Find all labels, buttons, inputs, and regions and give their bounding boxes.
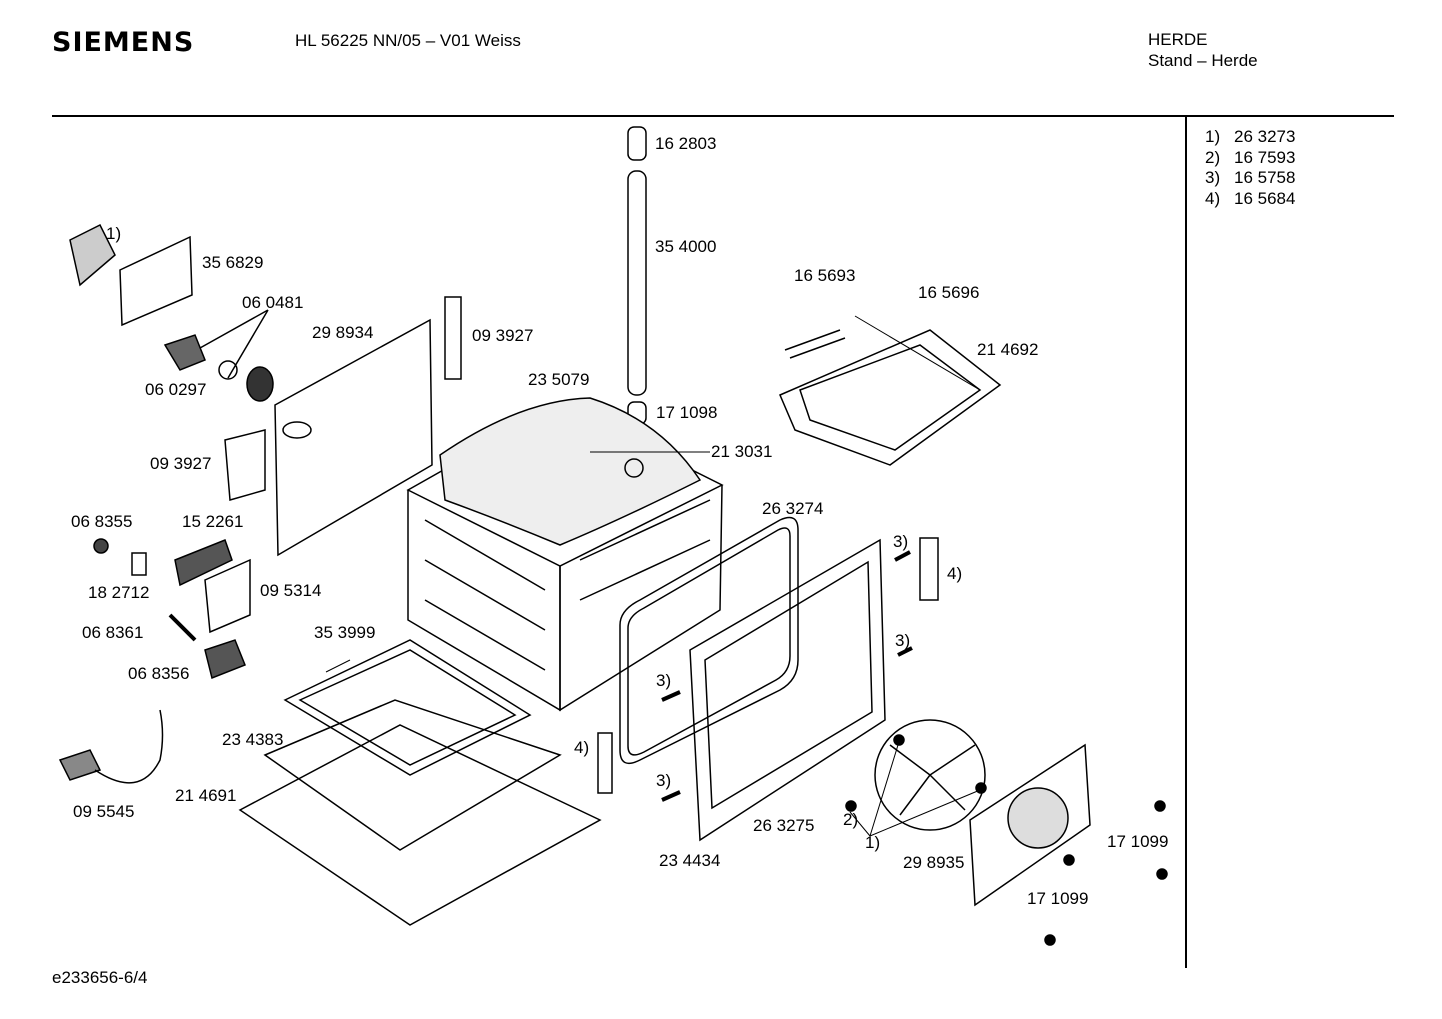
part-label: 17 1099	[1027, 889, 1089, 908]
part-label: 26 3274	[762, 499, 824, 518]
top-heating-element	[779, 329, 1002, 466]
ref-marker: 3)	[895, 631, 911, 650]
part-label: 06 0481	[242, 293, 304, 312]
part-label: 16 2803	[655, 134, 717, 153]
legend-value: 16 7593	[1234, 147, 1296, 167]
part-label: 16 5693	[794, 266, 856, 285]
legend-key: 4)	[1205, 188, 1221, 208]
rear-panel	[274, 318, 433, 557]
ref-marker: 4)	[574, 738, 590, 757]
part-label: 23 5079	[528, 370, 590, 389]
part-label: 26 3275	[753, 816, 815, 835]
legend-row: 3) 16 5758	[1205, 168, 1295, 189]
door-seal	[619, 516, 799, 765]
part-label: 09 3927	[472, 326, 534, 345]
terminal-parts	[93, 538, 251, 680]
part-label: 35 3999	[314, 623, 376, 642]
part-label: 21 3031	[711, 442, 773, 461]
part-label: 16 5696	[918, 283, 980, 302]
ref-marker: 3)	[656, 671, 672, 690]
part-label: 15 2261	[182, 512, 244, 531]
bottom-plate	[238, 699, 602, 926]
thermostat-plate	[69, 223, 193, 327]
part-label: 29 8934	[312, 323, 374, 342]
legend-key: 1)	[1205, 127, 1221, 146]
part-label: 09 3927	[150, 454, 212, 473]
drawing-id: e233656-6/4	[52, 968, 148, 987]
power-cable	[58, 709, 164, 784]
part-label: 06 8355	[71, 512, 133, 531]
part-label: 18 2712	[88, 583, 150, 602]
legend-value: 16 5684	[1234, 188, 1296, 208]
part-label: 09 5314	[260, 581, 322, 600]
ref-marker: 4)	[947, 564, 963, 583]
part-label: 35 6829	[202, 253, 264, 272]
legend-list: 1) 26 3273 2) 16 7593 3) 16 5758 4) 16 5684	[1205, 127, 1295, 209]
part-label: 35 4000	[655, 237, 717, 256]
part-label: 09 5545	[73, 802, 135, 821]
part-label: 29 8935	[903, 853, 965, 872]
brand-logo: SIEMENS	[52, 27, 195, 58]
part-label: 23 4434	[659, 851, 721, 870]
hinge-parts	[224, 296, 939, 794]
oven-cavity	[406, 397, 724, 712]
ref-marker: 3)	[893, 532, 909, 551]
fan-assembly	[874, 719, 1091, 907]
pipe-part	[627, 126, 647, 425]
part-label: 06 0297	[145, 380, 207, 399]
ref-marker: 1)	[865, 833, 881, 852]
screw-parts	[661, 550, 1168, 946]
part-label: 17 1098	[656, 403, 718, 422]
legend-row: 1) 26 3273	[1205, 127, 1295, 148]
part-label: 23 4383	[222, 730, 284, 749]
part-label: 06 8361	[82, 623, 144, 642]
leader-lines	[325, 315, 981, 837]
lamp-assembly	[163, 309, 274, 402]
legend-value: 16 5758	[1234, 168, 1296, 187]
ref-marker: 3)	[656, 771, 672, 790]
part-label: 06 8356	[128, 664, 190, 683]
part-label: 17 1099	[1107, 832, 1169, 851]
part-label: 21 4692	[977, 340, 1039, 359]
model-title: HL 56225 NN/05 – V01 Weiss	[295, 31, 521, 50]
legend-row: 2) 16 7593	[1205, 148, 1295, 169]
legend-key: 2)	[1205, 147, 1221, 167]
legend-divider	[1185, 116, 1187, 968]
category-label: HERDE	[1148, 30, 1208, 49]
ref-marker: 1)	[106, 224, 122, 243]
bottom-heating-element	[283, 639, 532, 776]
ref-marker: 2)	[843, 810, 859, 829]
legend-key: 3)	[1205, 168, 1221, 187]
door-frame	[689, 538, 886, 842]
part-label: 21 4691	[175, 786, 237, 805]
legend-value: 26 3273	[1234, 127, 1296, 146]
subcategory-label: Stand – Herde	[1148, 51, 1258, 70]
legend-row: 4) 16 5684	[1205, 189, 1295, 210]
header-divider	[52, 115, 1394, 117]
